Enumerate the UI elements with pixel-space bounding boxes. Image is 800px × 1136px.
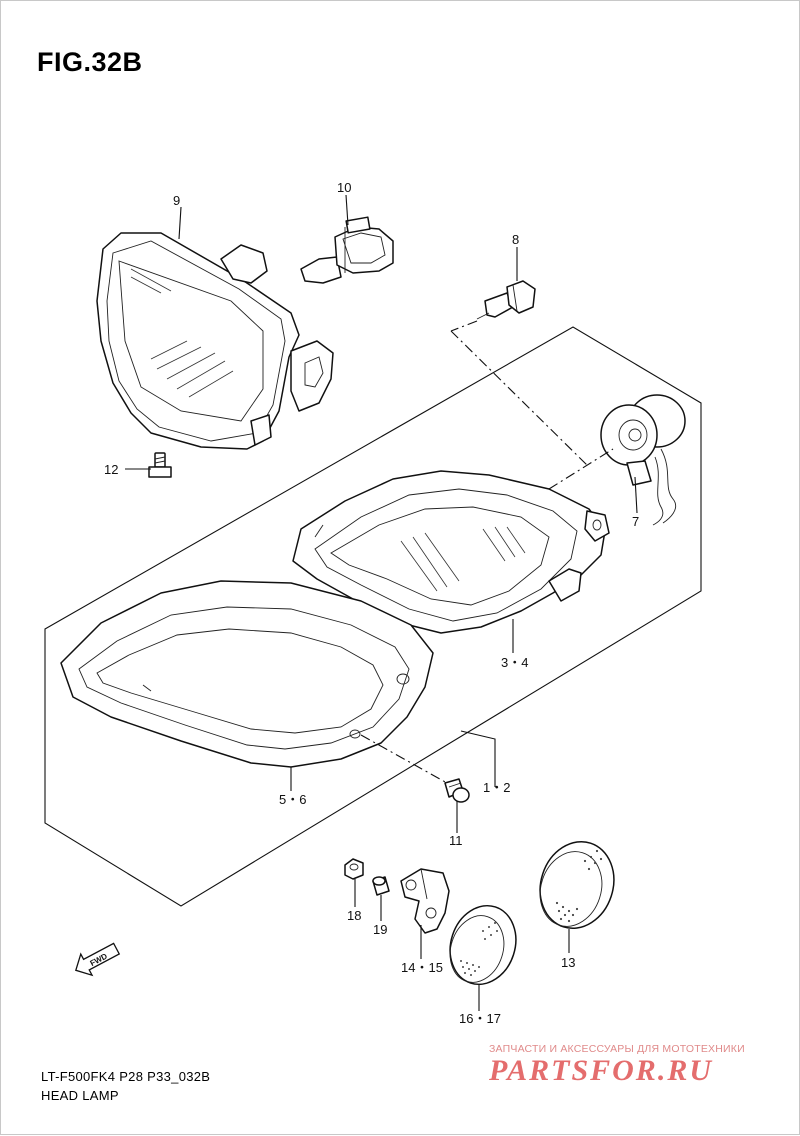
small-reflector-part-16-17	[449, 904, 517, 986]
callout-7: 7	[632, 514, 639, 529]
position-bulb-part-8	[476, 280, 536, 320]
section-name: HEAD LAMP	[41, 1088, 119, 1103]
model-code: LT-F500FK4 P28 P33_032B	[41, 1069, 211, 1084]
clip-part-11	[444, 778, 470, 803]
lamp-housing-part-3-4	[292, 470, 610, 634]
callout-5-6: 5・6	[279, 792, 306, 807]
leader-lines	[125, 194, 638, 1011]
callout-14-15: 14・15	[401, 960, 443, 975]
callout-16-17: 16・17	[459, 1011, 501, 1026]
headlamp-unit-part-9	[96, 232, 334, 450]
callout-labels: 9 10 8 12 7 3・4 5・6 1・2 11 18 19 14・15 1…	[104, 180, 639, 1026]
bolt-part-12	[148, 452, 172, 478]
callout-8: 8	[512, 232, 519, 247]
callout-13: 13	[561, 955, 575, 970]
headlamp-bulb-part-10	[300, 216, 394, 284]
callout-12: 12	[104, 462, 118, 477]
collar-part-19	[372, 876, 390, 896]
callout-1-2: 1・2	[483, 780, 510, 795]
callout-3-4: 3・4	[501, 655, 528, 670]
figure-title: FIG.32B	[37, 47, 143, 77]
callout-9: 9	[173, 193, 180, 208]
callout-10: 10	[337, 180, 351, 195]
watermark-logo: PARTSFOR.RU	[489, 1054, 713, 1087]
watermark-tagline: ЗАПЧАСТИ И АКСЕССУАРЫ ДЛЯ МОТОТЕХНИКИ	[489, 1043, 745, 1055]
large-reflector-part-13	[539, 840, 615, 930]
headlamp-rim-part-5-6	[60, 580, 434, 768]
bracket-part-14-15	[400, 868, 450, 934]
callout-18: 18	[347, 908, 361, 923]
callout-19: 19	[373, 922, 387, 937]
callout-11: 11	[449, 833, 463, 848]
bulb-socket-part-7	[600, 394, 686, 526]
assembly-frame-outline	[44, 326, 702, 907]
fwd-arrow-icon: FWD	[74, 942, 121, 977]
nut-part-18	[344, 858, 364, 880]
